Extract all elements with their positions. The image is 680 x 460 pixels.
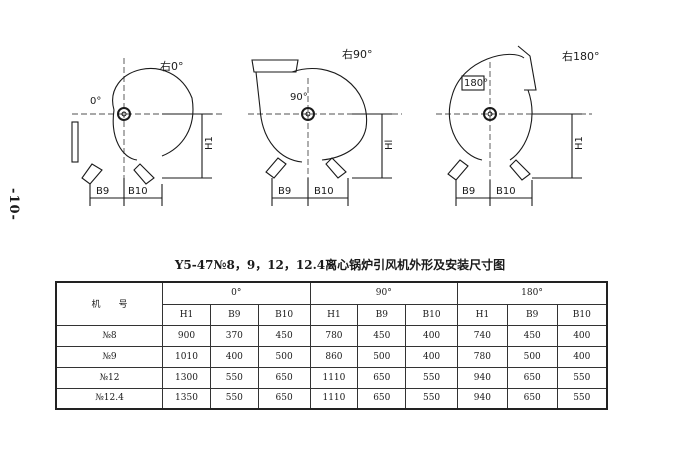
- dim-b10: B10: [314, 186, 334, 197]
- value-cell: 650: [506, 387, 558, 410]
- value-cell: 1350: [162, 387, 211, 410]
- value-cell: 550: [209, 366, 259, 389]
- figure-caption: Y5-47№8，9，12，12.4离心锅炉引风机外形及安装尺寸图: [174, 258, 506, 272]
- angle-label: 右0°: [160, 59, 184, 73]
- value-cell: 650: [257, 366, 311, 389]
- group-header: 90°: [309, 281, 458, 305]
- fan-drawing-right-90: 右90° 90° Hl B9 B10: [242, 38, 422, 210]
- subheader-cell: B9: [506, 303, 558, 326]
- model-cell: №8: [55, 324, 164, 347]
- subheader-cell: B9: [357, 303, 407, 326]
- subheader-cell: B10: [257, 303, 311, 326]
- subheader-cell: H1: [309, 303, 359, 326]
- value-cell: 550: [556, 387, 608, 410]
- angle-label: 右90°: [342, 47, 373, 61]
- table-row: №12 1300 550 650 1110 650 550 940 650 55…: [55, 366, 608, 389]
- value-cell: 550: [405, 366, 458, 389]
- value-cell: 400: [556, 324, 608, 347]
- value-cell: 500: [257, 345, 311, 368]
- value-cell: 740: [456, 324, 508, 347]
- dim-b9: B9: [96, 186, 109, 197]
- value-cell: 400: [405, 324, 458, 347]
- value-cell: 1110: [309, 387, 359, 410]
- table-header-row: 机 号 0° 90° 180°: [55, 281, 608, 326]
- value-cell: 780: [309, 324, 359, 347]
- dim-h1: H1: [204, 136, 215, 150]
- table-subheader-row: H1 B9 B10 H1 B9 B10 H1 B9 B10: [56, 303, 608, 326]
- value-cell: 450: [257, 324, 311, 347]
- fan-drawing-svg: 右0° 0° H1 B9 B10: [71, 58, 222, 206]
- model-header: 机 号: [55, 281, 164, 326]
- value-cell: 940: [456, 366, 508, 389]
- value-cell: 1110: [309, 366, 359, 389]
- value-cell: 550: [209, 387, 259, 410]
- value-cell: 940: [456, 387, 508, 410]
- value-cell: 650: [506, 366, 558, 389]
- model-cell: №12: [55, 366, 164, 389]
- value-cell: 780: [456, 345, 508, 368]
- value-cell: 550: [405, 387, 458, 410]
- inner-angle: 180°: [464, 78, 488, 89]
- value-cell: 1300: [162, 366, 211, 389]
- inner-angle: 0°: [90, 96, 101, 107]
- value-cell: 400: [405, 345, 458, 368]
- value-cell: 650: [257, 387, 311, 410]
- value-cell: 450: [357, 324, 407, 347]
- dim-b10: B10: [128, 186, 148, 197]
- table-row: №9 1010 400 500 860 500 400 780 500 400: [55, 345, 608, 368]
- angle-label: 右180°: [562, 49, 600, 63]
- dim-b10: B10: [496, 186, 516, 197]
- value-cell: 500: [357, 345, 407, 368]
- value-cell: 860: [309, 345, 359, 368]
- subheader-cell: B10: [556, 303, 608, 326]
- inner-angle: 90°: [290, 92, 308, 103]
- value-cell: 900: [162, 324, 211, 347]
- value-cell: 400: [209, 345, 259, 368]
- fan-drawing-right-0: 右0° 0° H1 B9 B10: [62, 38, 242, 210]
- value-cell: 650: [357, 387, 407, 410]
- model-cell: №9: [55, 345, 164, 368]
- dim-b9: B9: [462, 186, 475, 197]
- dim-b9: B9: [278, 186, 291, 197]
- subheader-cell: H1: [162, 303, 211, 326]
- value-cell: 500: [506, 345, 558, 368]
- dim-h1: H1: [574, 136, 585, 150]
- value-cell: 450: [506, 324, 558, 347]
- value-cell: 370: [209, 324, 259, 347]
- value-cell: 400: [556, 345, 608, 368]
- subheader-cell: B10: [405, 303, 458, 326]
- group-header: 0°: [162, 281, 311, 305]
- value-cell: 650: [357, 366, 407, 389]
- fan-drawing-right-180: 右180° 180° H1 B9 B10: [432, 38, 612, 210]
- page-number: -10-: [6, 188, 21, 221]
- dim-h1: Hl: [384, 140, 395, 150]
- dimension-table: 机 号 0° 90° 180° H1 B9 B10 H1 B9 B10 H1 B…: [55, 281, 608, 410]
- subheader-cell: H1: [456, 303, 508, 326]
- subheader-cell: B9: [209, 303, 259, 326]
- model-cell: №12.4: [55, 387, 164, 410]
- value-cell: 550: [556, 366, 608, 389]
- table-row: №8 900 370 450 780 450 400 740 450 400: [55, 324, 608, 347]
- value-cell: 1010: [162, 345, 211, 368]
- group-header: 180°: [456, 281, 608, 305]
- fan-drawing-svg: 右90° 90° Hl B9 B10: [248, 47, 402, 206]
- fan-drawing-svg: 右180° 180° H1 B9 B10: [436, 45, 600, 206]
- table-row: №12.4 1350 550 650 1110 650 550 940 650 …: [55, 387, 608, 410]
